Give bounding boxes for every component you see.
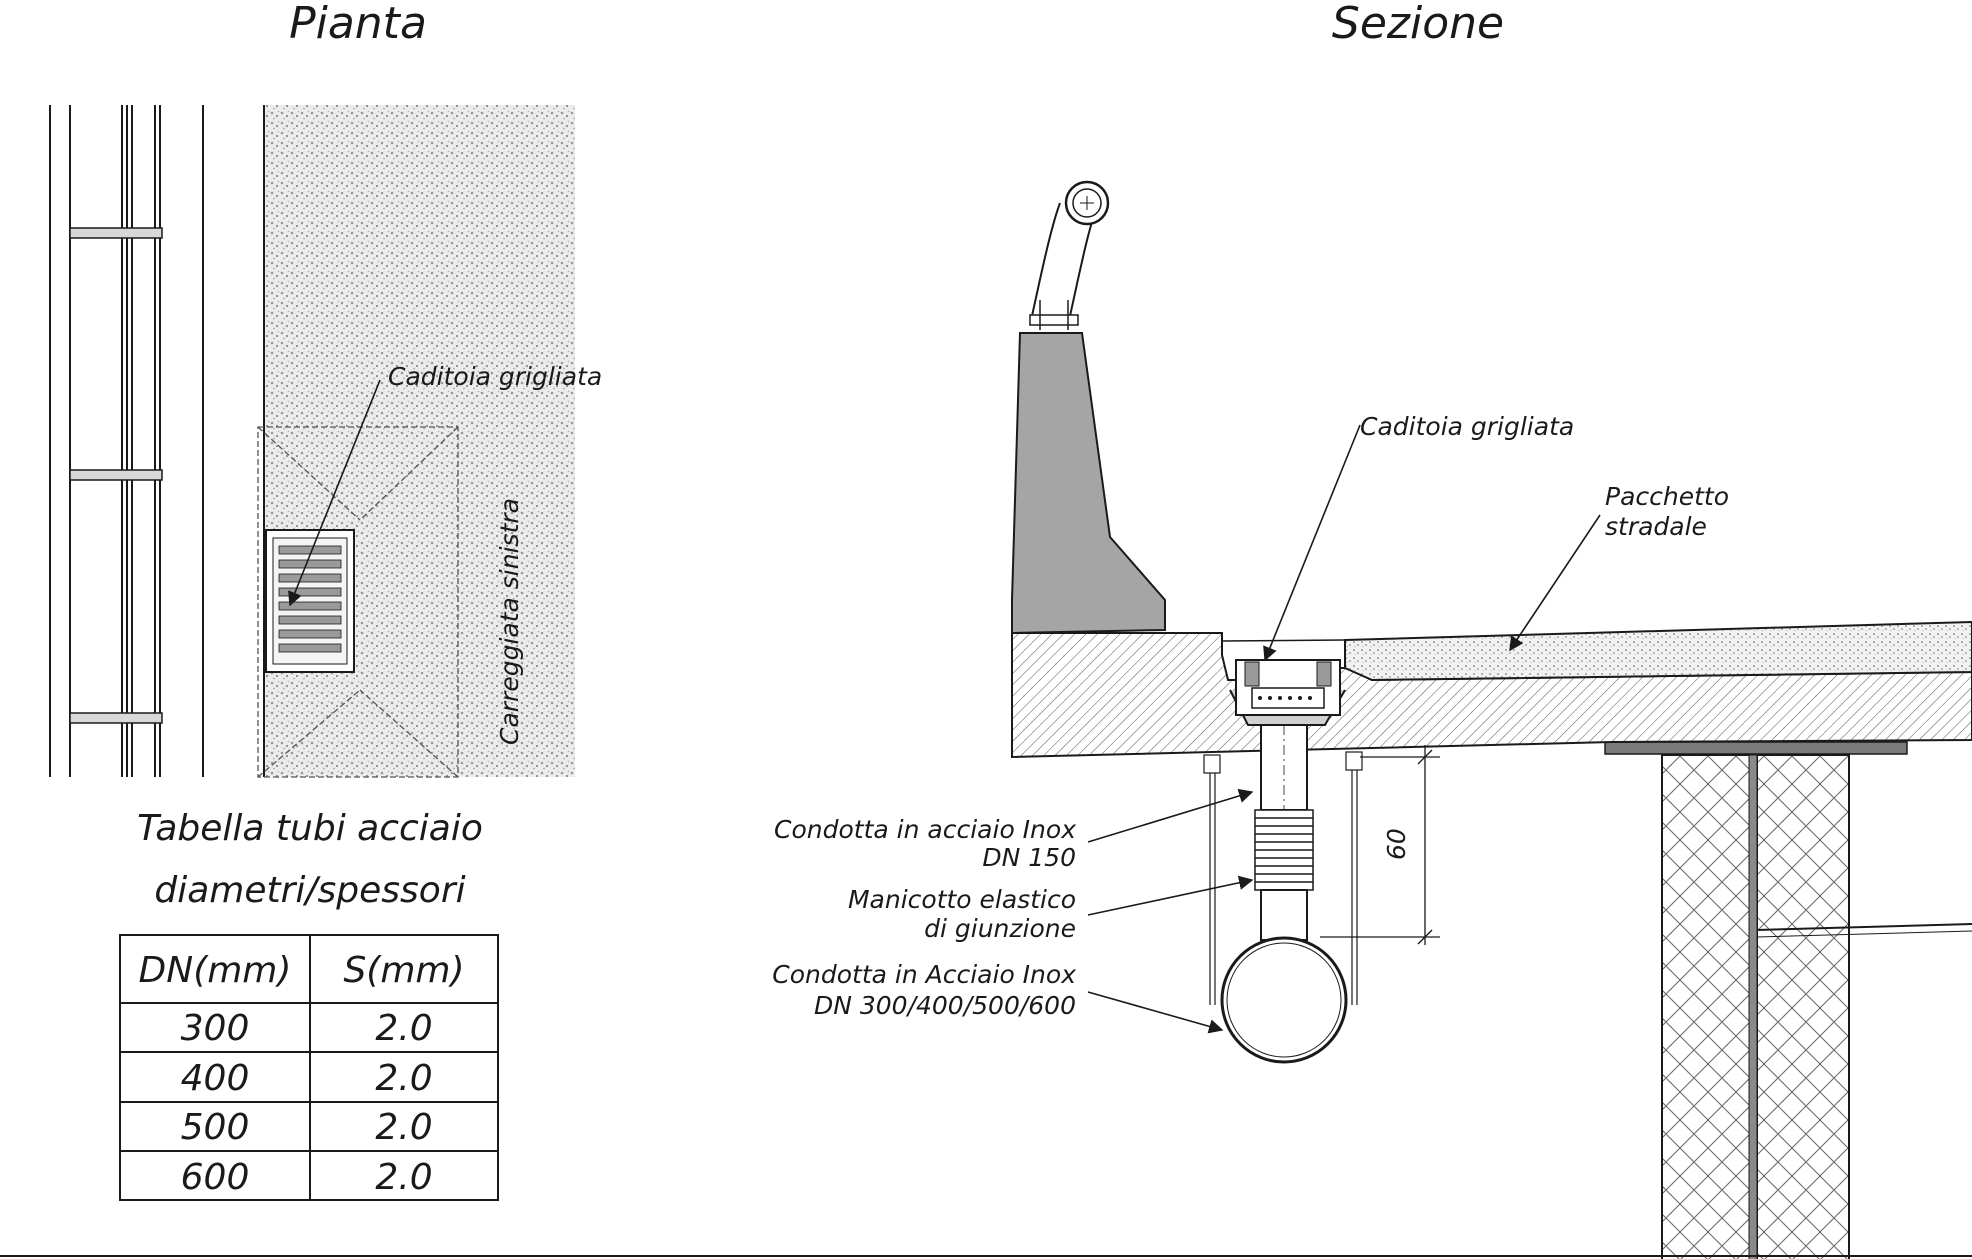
table-cell: 500 <box>181 1107 250 1148</box>
table-title-line2: diametri/spessori <box>154 870 465 911</box>
plan-drain-outline <box>257 426 459 778</box>
plan-grate <box>265 529 355 673</box>
plan-title: Pianta <box>289 0 427 49</box>
pier-beam-line <box>1756 923 1972 931</box>
sleeve-label-line2: di giunzione <box>924 914 1076 943</box>
table-cell: 2.0 <box>375 1058 432 1099</box>
plan-carriageway-area <box>265 105 575 777</box>
pier-joint <box>1748 754 1758 1259</box>
road-label-line1: Pacchetto <box>1605 482 1729 511</box>
pipe-table: Tabella tubi acciaio diametri/spessori D… <box>119 808 499 1201</box>
plan-carriageway-label: Carreggiata sinistra <box>495 498 524 745</box>
pipe-dn150 <box>1260 724 1308 965</box>
section-grate <box>1229 659 1346 726</box>
section-grate-leader <box>1263 424 1361 662</box>
bearing-plate <box>1604 741 1908 755</box>
main-pipe <box>1220 936 1348 1064</box>
plan-view: Caditoia grigliata Carreggiata sinistra <box>49 105 602 778</box>
table-cell: 300 <box>181 1008 250 1049</box>
table-cell: 600 <box>181 1157 250 1198</box>
sleeve-label-line1: Manicotto elastico <box>848 885 1076 914</box>
pipe150-label-line1: Condotta in acciaio Inox <box>774 815 1076 844</box>
table-title-line1: Tabella tubi acciaio <box>137 808 483 849</box>
section-view: 60 Caditoia grigliata Pacchetto stradale… <box>772 180 1972 1259</box>
railing-post <box>1029 202 1061 326</box>
railing-anchors <box>1029 300 1079 330</box>
pier-left <box>1661 754 1751 1259</box>
table-header-s: S(mm) <box>343 950 464 991</box>
section-title: Sezione <box>1332 0 1504 49</box>
plan-barrier-posts <box>69 227 163 724</box>
road-label-line2: stradale <box>1605 512 1707 541</box>
table-header-dn: DN(mm) <box>139 950 292 991</box>
pipe150-label-line2: DN 150 <box>982 843 1076 872</box>
dimension-60 <box>1320 745 1440 945</box>
road-pavement <box>1344 620 1972 682</box>
plan-grate-leader <box>288 379 381 607</box>
elastic-sleeve <box>1254 809 1314 891</box>
main-pipe-label-line2: DN 300/400/500/600 <box>814 991 1076 1020</box>
pipe150-leader <box>1087 788 1254 843</box>
table-cell: 2.0 <box>375 1107 432 1148</box>
main-pipe-leader <box>1087 991 1224 1034</box>
parapet <box>1011 332 1166 635</box>
main-pipe-label-line1: Condotta in Acciaio Inox <box>772 960 1076 989</box>
hanger-rods <box>1203 751 1363 1005</box>
dimension-60-label: 60 <box>1382 828 1411 860</box>
table-cell: 2.0 <box>375 1157 432 1198</box>
table-cell: 400 <box>181 1058 250 1099</box>
sleeve-leader <box>1087 875 1254 916</box>
road-leader <box>1509 514 1601 652</box>
plan-barrier <box>49 105 265 777</box>
table-cell: 2.0 <box>375 1008 432 1049</box>
section-grate-label: Caditoia grigliata <box>1360 412 1574 441</box>
plan-grate-label: Caditoia grigliata <box>388 362 602 391</box>
pier-right <box>1756 754 1850 1259</box>
